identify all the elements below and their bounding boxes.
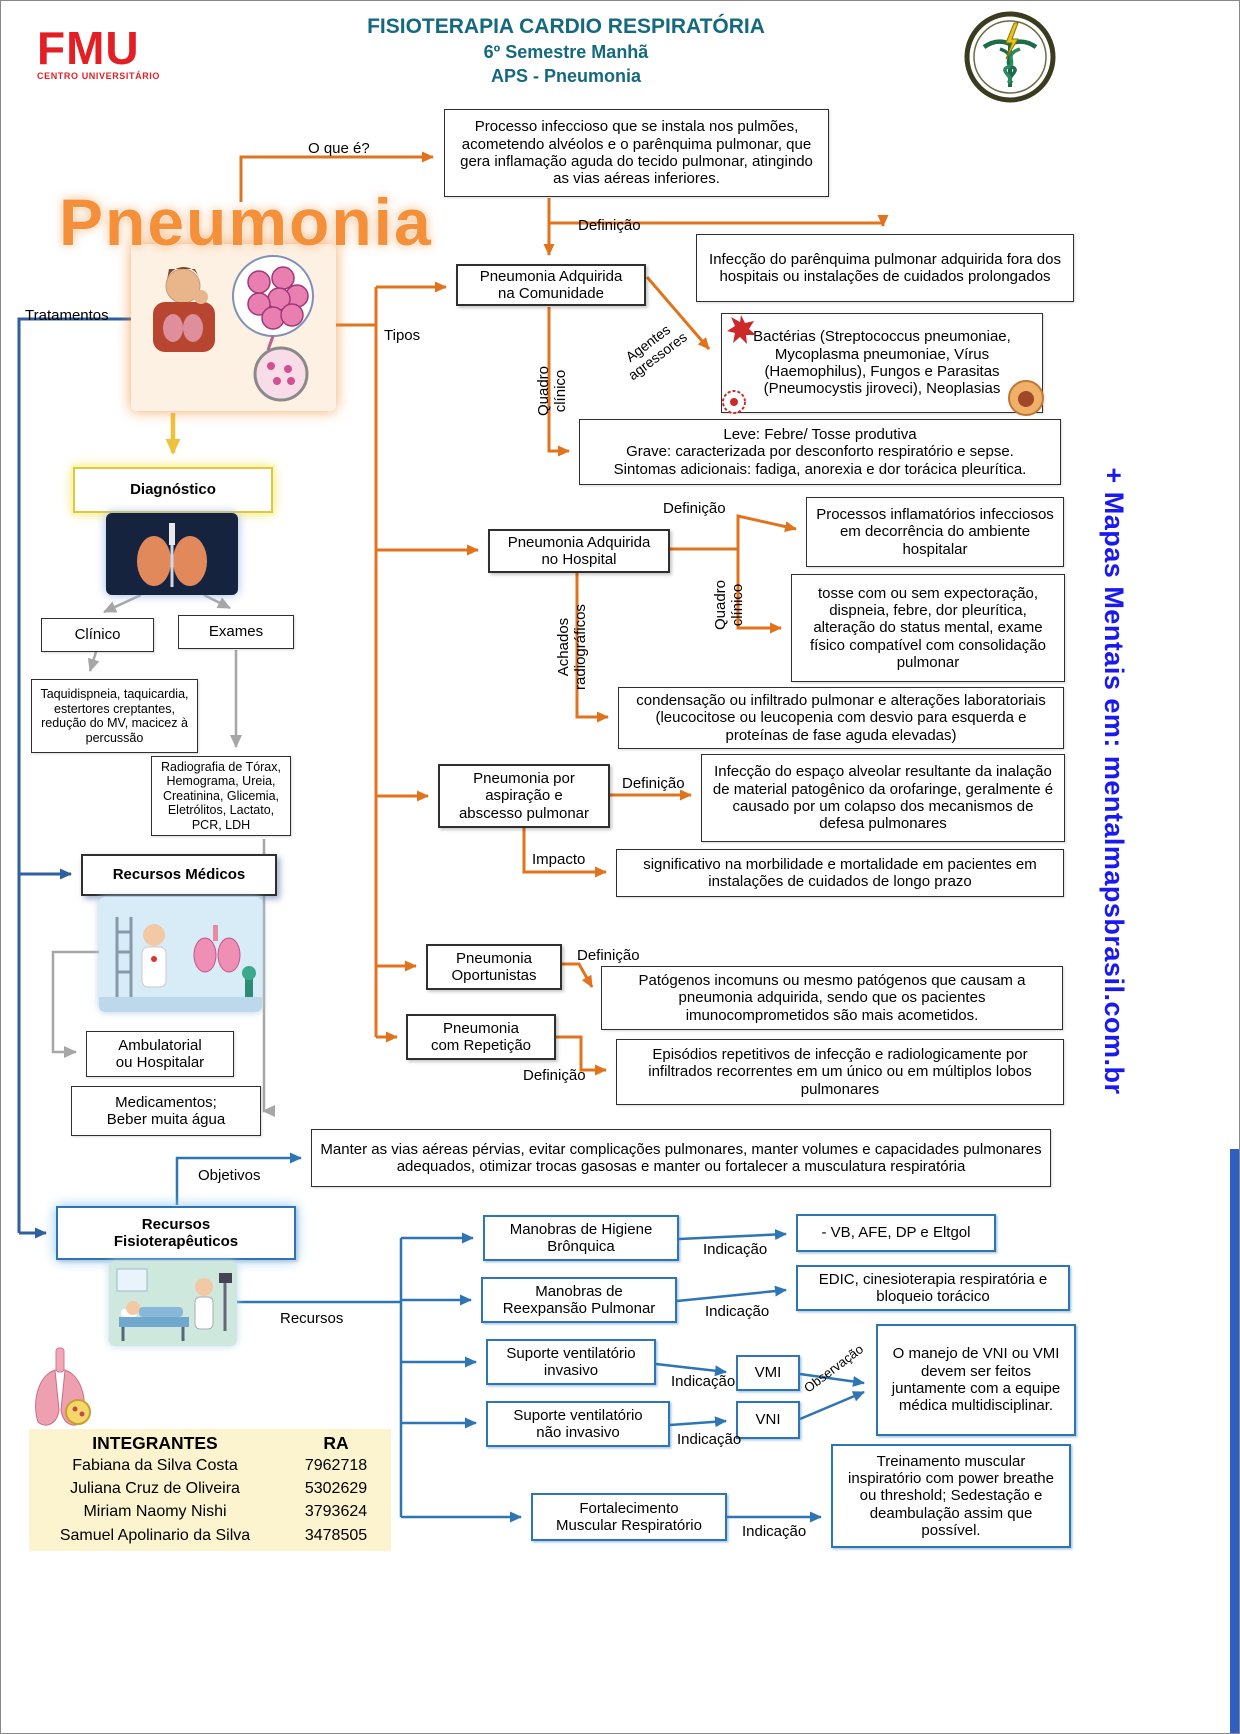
fisioterapia-image (109, 1261, 237, 1346)
repeticao-definicao-box: Episódios repetitivos de infecção e radi… (616, 1039, 1064, 1105)
fmu-logo-text: FMU (37, 22, 140, 74)
hospital-quadro-box: tosse com ou sem expectoração, dispneia,… (791, 574, 1065, 682)
page-title-line1: FISIOTERAPIA CARDIO RESPIRATÓRIA (367, 15, 765, 38)
fmu-logo: FMU CENTRO UNIVERSITÁRIO (37, 22, 161, 81)
page-title-line2: 6º Semestre Manhã (483, 42, 649, 62)
observacao-box: O manejo de VNI ou VMI devem ser feitos … (876, 1324, 1076, 1436)
orange-connectors (239, 151, 889, 1076)
node-comunidade: Pneumonia Adquirida na Comunidade (456, 264, 646, 306)
definicao-label-comunidade: Definição (578, 217, 641, 234)
gray-connectors (51, 593, 275, 1117)
right-edge-strip (1230, 1149, 1239, 1733)
page-title-line3: APS - Pneumonia (490, 66, 642, 86)
node-recursos-medicos: Recursos Médicos (81, 854, 277, 896)
higiene-indicacao-box: - VB, AFE, DP e Eltgol (796, 1214, 996, 1252)
tratamentos-label: Tratamentos (25, 307, 109, 324)
mapas-mentais-banner: + Mapas Mentais em: mentalmapsbrasil.com… (1099, 467, 1129, 1095)
objetivos-label: Objetivos (198, 1167, 261, 1184)
integrante-row: Fabiana da Silva Costa 7962718 (29, 1454, 391, 1477)
page-title: FISIOTERAPIA CARDIO RESPIRATÓRIA 6º Seme… (331, 15, 801, 87)
blue-connectors (175, 1152, 865, 1523)
ambulatorial-box: Ambulatorial ou Hospitalar (86, 1031, 234, 1077)
indicacao-label-fortalecimento: Indicação (742, 1523, 807, 1540)
integrante-name: Fabiana da Silva Costa (72, 1457, 238, 1474)
integrante-ra: 3793624 (304, 1503, 368, 1521)
diagnostico-xray-image (106, 513, 238, 595)
objetivos-box: Manter as vias aéreas pérvias, evitar co… (311, 1129, 1051, 1187)
node-reexpansao-pulmonar: Manobras de Reexpansão Pulmonar (481, 1277, 677, 1323)
quadro-clinico-label-comunidade: Quadro clínico (535, 365, 569, 417)
definicao-label-repeticao: Definição (523, 1067, 586, 1084)
navy-connectors (17, 317, 131, 1239)
medicamentos-box: Medicamentos; Beber muita água (71, 1086, 261, 1136)
recursos-label: Recursos (280, 1310, 344, 1327)
integrante-row: Samuel Apolinario da Silva 3478505 (29, 1524, 391, 1547)
integrante-ra: 5302629 (304, 1480, 368, 1498)
o-que-e-definition-box: Processo infeccioso que se instala nos p… (444, 109, 829, 197)
reexpansao-indicacao-box: EDIC, cinesioterapia respiratória e bloq… (796, 1265, 1070, 1311)
lungs-icon (27, 1346, 93, 1431)
aspiracao-impacto-box: significativo na morbilidade e mortalida… (616, 849, 1064, 897)
integrante-name: Miriam Naomy Nishi (83, 1503, 227, 1521)
quadro-clinico-label-hospital: Quadro clínico (712, 579, 746, 631)
integrante-ra: 3478505 (304, 1526, 368, 1544)
recursos-medicos-image (99, 897, 262, 1012)
node-repeticao: Pneumonia com Repetição (406, 1014, 556, 1060)
aspiracao-definicao-box: Infecção do espaço alveolar resultante d… (701, 754, 1065, 842)
indicacao-label-nao-invasivo: Indicação (677, 1431, 742, 1448)
fortalecimento-indicacao-box: Treinamento muscular inspiratório com po… (831, 1444, 1071, 1548)
indicacao-label-invasivo: Indicação (671, 1373, 736, 1390)
comunidade-definicao-box: Infecção do parênquima pulmonar adquirid… (696, 234, 1074, 302)
integrantes-ra-header: RA (323, 1433, 349, 1453)
hospital-definicao-box: Processos inflamatórios infecciosos em d… (806, 497, 1064, 567)
virus-icon (717, 385, 751, 419)
node-clinico: Clínico (41, 618, 154, 652)
o-que-e-label: O que é? (308, 140, 370, 157)
integrante-name: Samuel Apolinario da Silva (59, 1526, 251, 1544)
tipos-label: Tipos (384, 327, 421, 344)
achados-radiograficos-label: Achados radiográficos (555, 604, 589, 690)
integrante-row: Juliana Cruz de Oliveira 5302629 (29, 1477, 391, 1500)
integrantes-panel: INTEGRANTES RA Fabiana da Silva Costa 79… (29, 1429, 391, 1551)
vmi-box: VMI (736, 1355, 800, 1391)
node-suporte-invasivo: Suporte ventilatório invasivo (486, 1339, 656, 1385)
indicacao-label-higiene: Indicação (703, 1241, 768, 1258)
hospital-achados-box: condensação ou infiltrado pulmonar e alt… (618, 687, 1064, 749)
impacto-label: Impacto (532, 851, 586, 868)
definicao-label-hospital: Definição (663, 500, 726, 517)
comunidade-agentes-box: Bactérias (Streptococcus pneumoniae, Myc… (721, 313, 1043, 413)
vni-box: VNI (736, 1401, 800, 1439)
definicao-label-aspiracao: Definição (622, 775, 685, 792)
indicacao-label-reexpansao: Indicação (705, 1303, 770, 1320)
node-hospital: Pneumonia Adquirida no Hospital (488, 529, 670, 573)
node-exames: Exames (178, 615, 294, 649)
exames-detalhe-box: Radiografia de Tórax, Hemograma, Ureia, … (151, 756, 291, 836)
bacteria-icon (723, 311, 759, 347)
integrantes-header: INTEGRANTES RA (29, 1433, 391, 1454)
comunidade-quadro-box: Leve: Febre/ Tosse produtiva Grave: cara… (579, 419, 1061, 485)
node-suporte-nao-invasivo: Suporte ventilatório não invasivo (486, 1401, 670, 1447)
integrantes-title: INTEGRANTES (92, 1433, 218, 1453)
definicao-label-oportunistas: Definição (577, 947, 640, 964)
integrante-row: Miriam Naomy Nishi 3793624 (29, 1500, 391, 1523)
integrante-ra: 7962718 (304, 1457, 368, 1474)
integrante-name: Juliana Cruz de Oliveira (70, 1480, 240, 1498)
node-oportunistas: Pneumonia Oportunistas (426, 944, 562, 990)
central-topic-title: Pneumonia (59, 185, 433, 259)
node-fortalecimento-muscular: Fortalecimento Muscular Respiratório (531, 1493, 727, 1541)
node-higiene-bronquica: Manobras de Higiene Brônquica (483, 1215, 679, 1261)
node-recursos-fisioterapeuticos: Recursos Fisioterapêuticos (56, 1206, 296, 1260)
node-aspiracao: Pneumonia por aspiração e abscesso pulmo… (438, 764, 610, 828)
fungus-cell-icon (1005, 377, 1047, 419)
fmu-logo-subtext: CENTRO UNIVERSITÁRIO (37, 70, 161, 81)
node-diagnostico: Diagnóstico (73, 467, 273, 513)
clinico-detalhe-box: Taquidispneia, taquicardia, estertores c… (31, 679, 198, 753)
pneumonia-illustration (131, 244, 336, 411)
oportunistas-definicao-box: Patógenos incomuns ou mesmo patógenos qu… (601, 966, 1063, 1030)
caduceus-logo-icon (964, 11, 1056, 103)
